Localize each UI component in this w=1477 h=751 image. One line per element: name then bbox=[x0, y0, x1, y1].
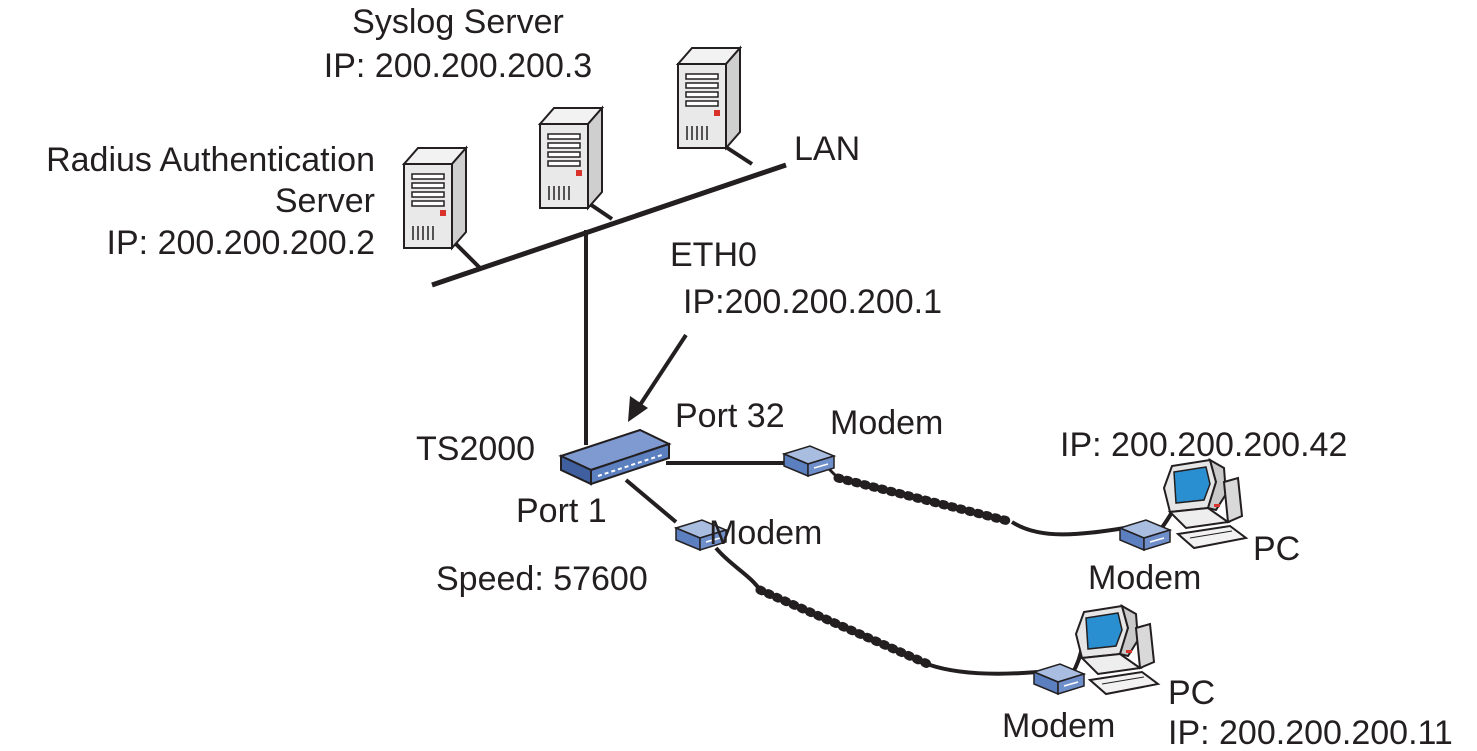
radius-server-title: Radius Authentication bbox=[46, 141, 375, 179]
pc1-icon bbox=[1163, 459, 1247, 549]
syslog-server-ip: IP: 200.200.200.3 bbox=[324, 47, 592, 85]
lower-phone-coil bbox=[755, 585, 935, 670]
syslog-server-icon bbox=[539, 107, 603, 209]
modem-pc1-label: Modem bbox=[1088, 559, 1201, 597]
upper-phone-line-end bbox=[1010, 520, 1126, 537]
radius-drop-line bbox=[450, 238, 482, 270]
port1-label: Port 1 bbox=[516, 492, 607, 530]
lan-label: LAN bbox=[794, 130, 860, 168]
eth0-label: ETH0 bbox=[670, 236, 757, 274]
modem-upper-icon bbox=[783, 445, 835, 477]
lan-bus-line bbox=[431, 162, 787, 288]
pc2-icon bbox=[1075, 605, 1159, 695]
port32-label: Port 32 bbox=[675, 397, 785, 435]
terminal-server-icon bbox=[558, 428, 672, 486]
radius-server-title-2: Server bbox=[275, 182, 375, 220]
speed-label: Speed: 57600 bbox=[436, 560, 648, 598]
lower-phone-line-end bbox=[929, 663, 1039, 676]
upper-phone-coil bbox=[833, 473, 1017, 527]
modem-pc2-label: Modem bbox=[1002, 707, 1115, 745]
modem-upper-label: Modem bbox=[830, 404, 943, 442]
pc1-ip-label: IP: 200.200.200.42 bbox=[1060, 426, 1347, 464]
modem-lower-label: Modem bbox=[709, 514, 822, 552]
radius-server-ip: IP: 200.200.200.2 bbox=[107, 224, 375, 262]
port1-cable bbox=[624, 478, 678, 524]
eth0-arrow-shaft bbox=[636, 333, 688, 410]
lower-phone-line bbox=[714, 546, 762, 592]
pc1-label: PC bbox=[1253, 530, 1300, 568]
eth0-arrow-head bbox=[628, 396, 648, 422]
radius-server-icon bbox=[403, 147, 467, 249]
pc2-label: PC bbox=[1168, 674, 1215, 712]
lan-server-icon bbox=[677, 47, 741, 149]
pc2-ip-label: IP: 200.200.200.11 bbox=[1168, 714, 1453, 751]
syslog-server-title: Syslog Server bbox=[352, 3, 564, 41]
eth0-ip-label: IP:200.200.200.1 bbox=[683, 283, 942, 321]
ts2000-label: TS2000 bbox=[416, 430, 535, 468]
